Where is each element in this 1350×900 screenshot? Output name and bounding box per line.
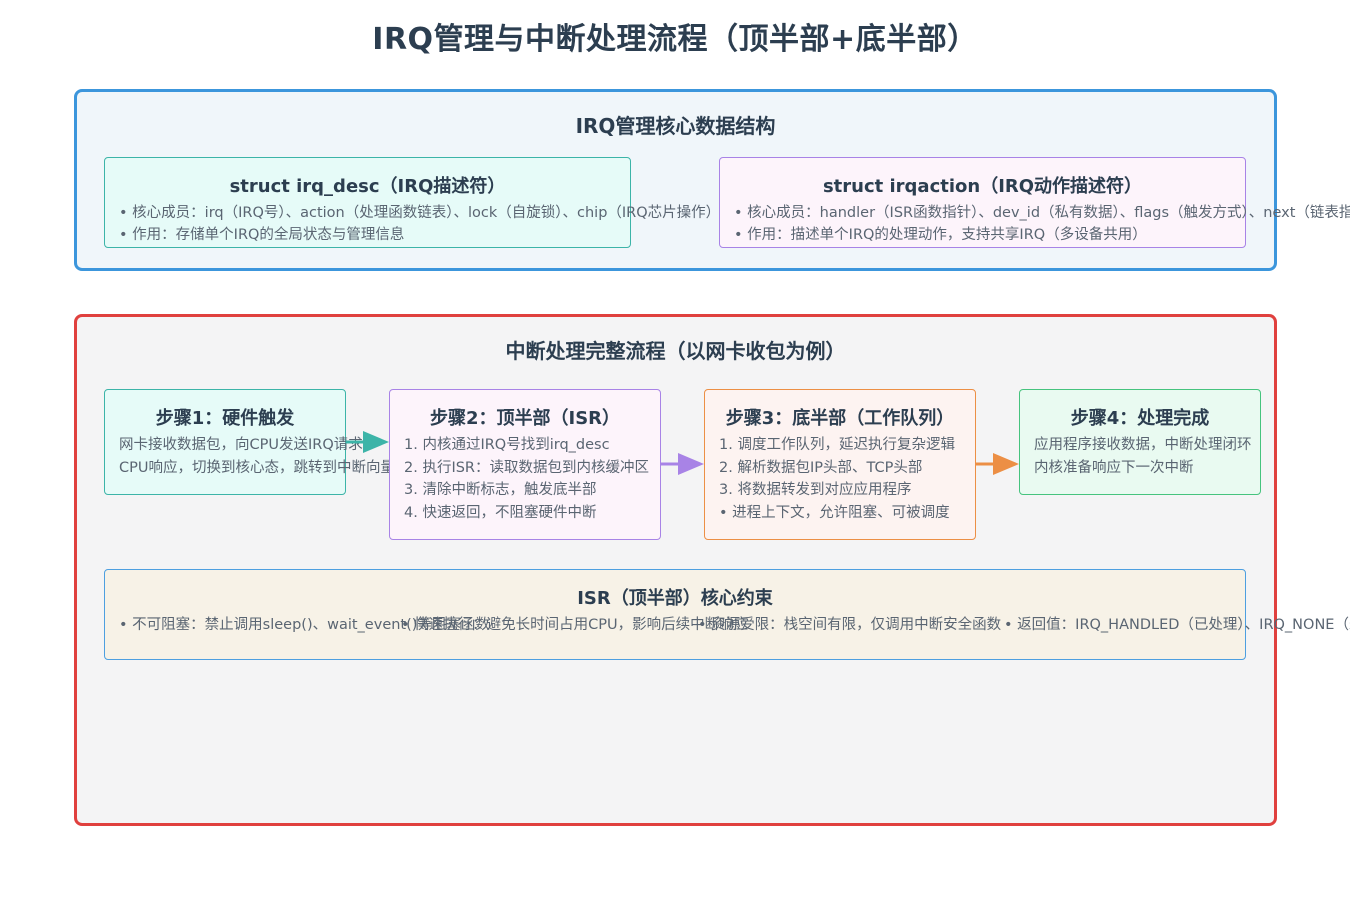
page-title: IRQ管理与中断处理流程（顶半部+底半部） — [372, 22, 978, 57]
isr-constraint-line: • 不可阻塞：禁止调用sleep()、wait_event()等阻塞函数 — [119, 617, 490, 633]
step4-line: 应用程序接收数据，中断处理闭环 — [1034, 437, 1252, 453]
irq-desc-line: • 作用：存储单个IRQ的全局状态与管理信息 — [119, 227, 405, 243]
step4-line: 内核准备响应下一次中断 — [1034, 460, 1194, 476]
step2-line: 3. 清除中断标志，触发底半部 — [404, 482, 597, 498]
irqaction-line: • 核心成员：handler（ISR函数指针）、dev_id（私有数据）、fla… — [734, 205, 1350, 221]
arrowhead-step3-to-step4 — [993, 453, 1019, 475]
irq-desc-box: struct irq_desc（IRQ描述符） • 核心成员：irq（IRQ号）… — [104, 157, 720, 248]
step1-hardware-trigger-box: 步骤1：硬件触发 网卡接收数据包，向CPU发送IRQ请求 CPU响应，切换到核心… — [104, 389, 409, 495]
step3-line: 2. 解析数据包IP头部、TCP头部 — [719, 460, 923, 476]
isr-constraint-line: • 资源受限：栈空间有限，仅调用中断安全函数 — [698, 617, 1002, 633]
arrowhead-step2-to-step3 — [678, 453, 704, 475]
step4-complete-box: 步骤4：处理完成 应用程序接收数据，中断处理闭环 内核准备响应下一次中断 — [1019, 389, 1261, 495]
step2-line: 4. 快速返回，不阻塞硬件中断 — [404, 505, 597, 521]
isr-constraints-title: ISR（顶半部）核心约束 — [577, 588, 773, 609]
isr-constraints-box: ISR（顶半部）核心约束 • 不可阻塞：禁止调用sleep()、wait_eve… — [104, 569, 1350, 660]
step3-line: 3. 将数据转发到对应应用程序 — [719, 482, 912, 498]
irqaction-line: • 作用：描述单个IRQ的处理动作，支持共享IRQ（多设备共用） — [734, 227, 1147, 243]
step1-line: CPU响应，切换到核心态，跳转到中断向量表 — [119, 460, 410, 476]
isr-constraint-line: • 快速执行：避免长时间占用CPU，影响后续中断响应 — [401, 617, 749, 633]
isr-constraint-line: • 返回值：IRQ_HANDLED（已处理）、IRQ_NONE（未处理） — [1004, 617, 1350, 633]
step3-line: • 进程上下文，允许阻塞、可被调度 — [719, 505, 950, 521]
irq-desc-title: struct irq_desc（IRQ描述符） — [229, 176, 506, 197]
data-structures-panel-title: IRQ管理核心数据结构 — [575, 114, 776, 138]
irq-desc-line: • 核心成员：irq（IRQ号）、action（处理函数链表）、lock（自旋锁… — [119, 205, 721, 221]
step2-title: 步骤2：顶半部（ISR） — [429, 408, 621, 429]
step3-title: 步骤3：底半部（工作队列） — [725, 408, 955, 429]
step3-line: 1. 调度工作队列，延迟执行复杂逻辑 — [719, 437, 955, 453]
irqaction-box: struct irqaction（IRQ动作描述符） • 核心成员：handle… — [719, 157, 1350, 248]
interrupt-flow-panel-title: 中断处理完整流程（以网卡收包为例） — [505, 339, 846, 363]
step2-line: 1. 内核通过IRQ号找到irq_desc — [404, 437, 610, 453]
step3-bottom-half-box: 步骤3：底半部（工作队列） 1. 调度工作队列，延迟执行复杂逻辑 2. 解析数据… — [704, 389, 976, 540]
step1-line: 网卡接收数据包，向CPU发送IRQ请求 — [119, 437, 363, 453]
step2-line: 2. 执行ISR：读取数据包到内核缓冲区 — [404, 460, 649, 476]
step1-title: 步骤1：硬件触发 — [155, 408, 295, 429]
step4-title: 步骤4：处理完成 — [1070, 408, 1210, 429]
irqaction-title: struct irqaction（IRQ动作描述符） — [822, 176, 1143, 197]
arrowhead-step1-to-step2 — [363, 431, 389, 453]
step2-top-half-box: 步骤2：顶半部（ISR） 1. 内核通过IRQ号找到irq_desc 2. 执行… — [389, 389, 661, 540]
